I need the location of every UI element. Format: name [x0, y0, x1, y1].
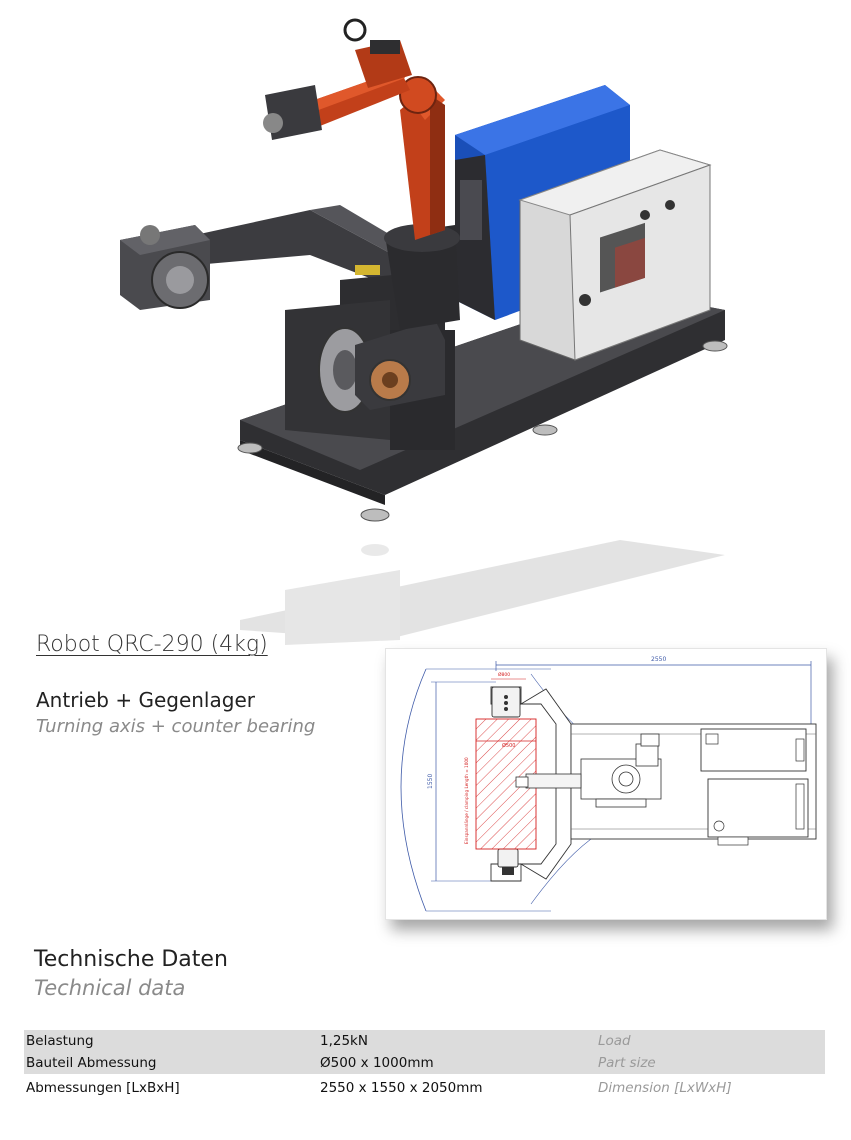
dim-width: 1550	[427, 774, 434, 789]
row-value: Ø500 x 1000mm	[320, 1055, 434, 1071]
dim-small: Ø800	[498, 671, 510, 678]
row-label-en: Dimension [LxWxH]	[598, 1079, 732, 1096]
row-value: 2550 x 1550 x 2050mm	[320, 1079, 483, 1096]
row-label-en: Part size	[598, 1055, 656, 1071]
technical-drawing-card: 2550 1550 Ø500 Einspannlänge / clamping …	[385, 648, 827, 920]
row-label-de: Bauteil Abmessung	[26, 1055, 157, 1071]
dim-clamp-label: Einspannlänge / clamping Length = 1000	[464, 757, 469, 844]
table-row: Abmessungen [LxBxH] 2550 x 1550 x 2050mm…	[24, 1074, 825, 1101]
row-label-en: Load	[598, 1033, 631, 1049]
technical-drawing: 2550 1550 Ø500 Einspannlänge / clamping …	[400, 656, 817, 912]
technical-data-table: Belastung 1,25kN Load Bauteil Abmessung …	[24, 1030, 825, 1101]
technical-data-title-en: Technical data	[34, 976, 186, 1000]
table-row: Belastung 1,25kN Load	[24, 1030, 825, 1052]
illustration-reflection	[240, 540, 725, 645]
robot-cell-illustration	[120, 18, 728, 522]
row-label-de: Abmessungen [LxBxH]	[26, 1079, 180, 1096]
technical-data-title-de: Technische Daten	[34, 947, 228, 972]
table-row: Bauteil Abmessung Ø500 x 1000mm Part siz…	[24, 1052, 825, 1074]
row-value: 1,25kN	[320, 1033, 368, 1049]
section-title-de: Antrieb + Gegenlager	[36, 688, 255, 712]
section-title-en: Turning axis + counter bearing	[36, 716, 316, 737]
model-title: Robot QRC-290 (4kg)	[36, 632, 268, 657]
row-label-de: Belastung	[26, 1033, 94, 1049]
dim-diameter: Ø500	[502, 742, 515, 749]
dim-overall: 2550	[651, 656, 666, 663]
